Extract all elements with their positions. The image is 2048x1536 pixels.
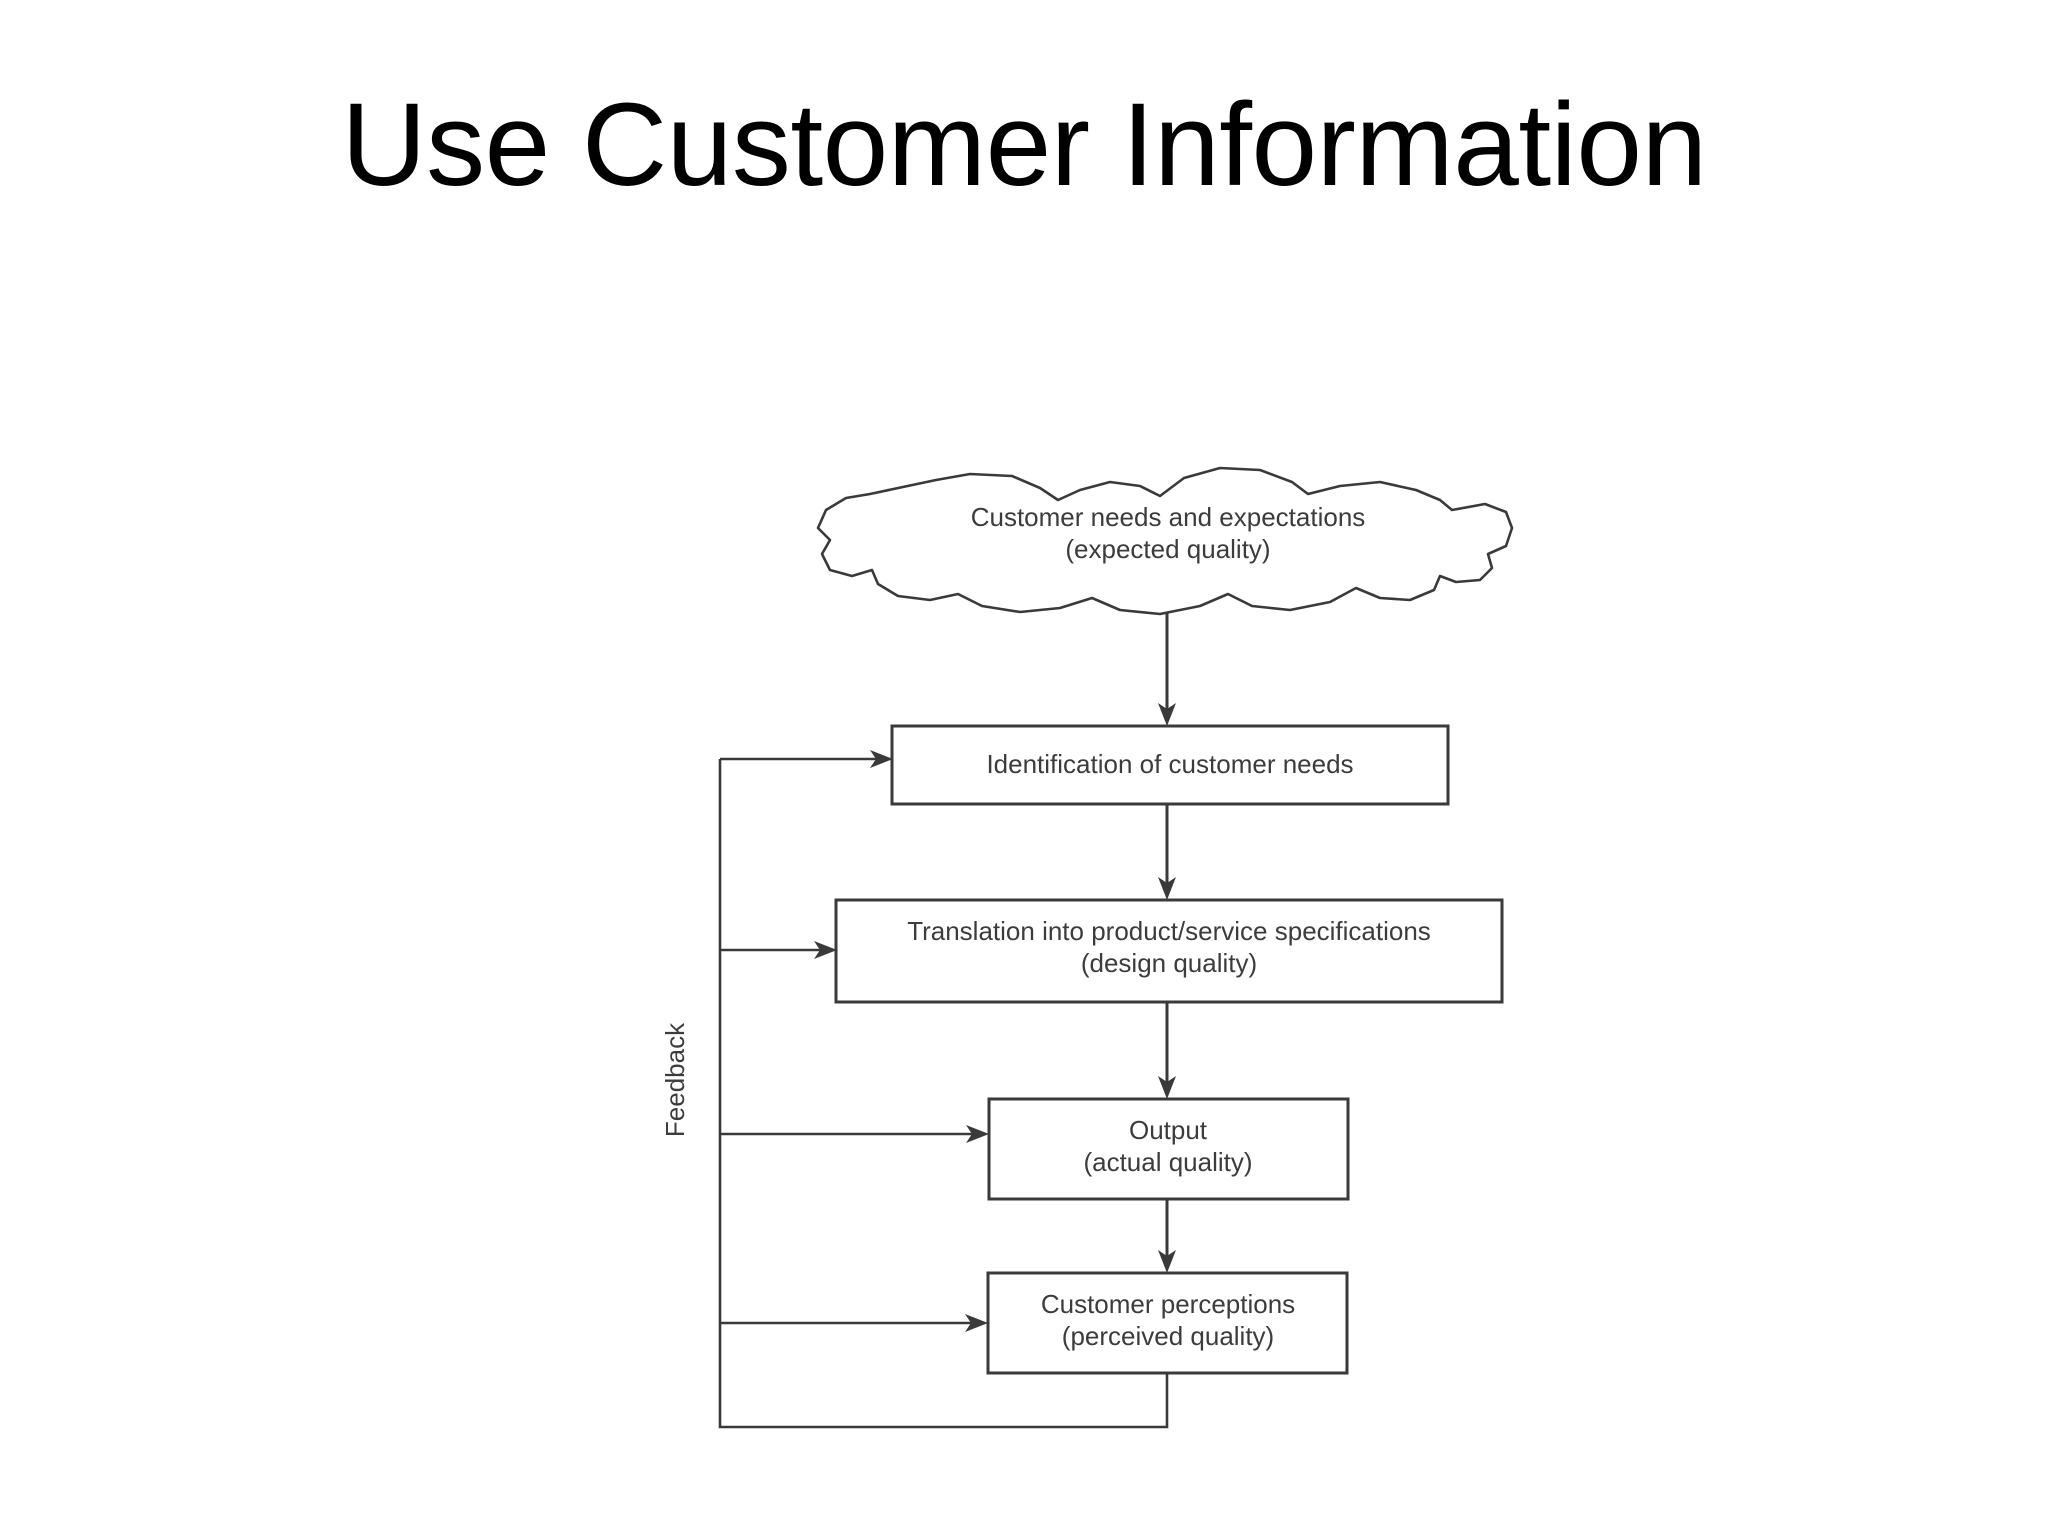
node-translation-label-line2: (design quality)	[1081, 948, 1257, 978]
node-output-label-line2: (actual quality)	[1083, 1147, 1252, 1177]
feedback-label: Feedback	[660, 1022, 690, 1137]
node-perceptions-label-line2: (perceived quality)	[1062, 1321, 1274, 1351]
cloud-label-line2: (expected quality)	[1065, 534, 1270, 564]
page-title: Use Customer Information	[341, 79, 1707, 211]
arrow-translation-to-output	[1158, 1002, 1176, 1099]
node-perceptions-box	[986, 1271, 1349, 1375]
arrow-output-to-perceptions	[1158, 1199, 1176, 1273]
feedback-return-path	[718, 759, 1169, 1429]
node-translation-box	[834, 898, 1504, 1004]
node-output-actual-quality[interactable]: Output (actual quality)	[987, 1097, 1350, 1201]
arrow-cloud-to-identification	[1158, 612, 1176, 726]
node-output-label-line1: Output	[1129, 1115, 1208, 1145]
flowchart-diagram: Customer needs and expectations (expecte…	[640, 450, 1560, 1460]
cloud-shape	[816, 466, 1514, 616]
node-identification-label: Identification of customer needs	[986, 749, 1353, 779]
feedback-arrow-to-perceptions	[720, 1314, 988, 1332]
feedback-arrow-to-output	[720, 1125, 989, 1143]
cloud-node-customer-needs[interactable]: Customer needs and expectations (expecte…	[816, 466, 1514, 616]
node-identification-box	[890, 724, 1450, 806]
node-identification-of-customer-needs[interactable]: Identification of customer needs	[890, 724, 1450, 806]
node-translation-label-line1: Translation into product/service specifi…	[907, 916, 1431, 946]
node-customer-perceptions[interactable]: Customer perceptions (perceived quality)	[986, 1271, 1349, 1375]
cloud-label-line1: Customer needs and expectations	[971, 502, 1366, 532]
node-perceptions-label-line1: Customer perceptions	[1041, 1289, 1295, 1319]
arrow-identification-to-translation	[1158, 804, 1176, 900]
node-translation-into-specifications[interactable]: Translation into product/service specifi…	[834, 898, 1504, 1004]
flowchart-svg: Customer needs and expectations (expecte…	[660, 466, 1514, 1429]
feedback-arrow-to-translation	[720, 941, 837, 959]
feedback-arrow-to-identification	[720, 750, 893, 768]
